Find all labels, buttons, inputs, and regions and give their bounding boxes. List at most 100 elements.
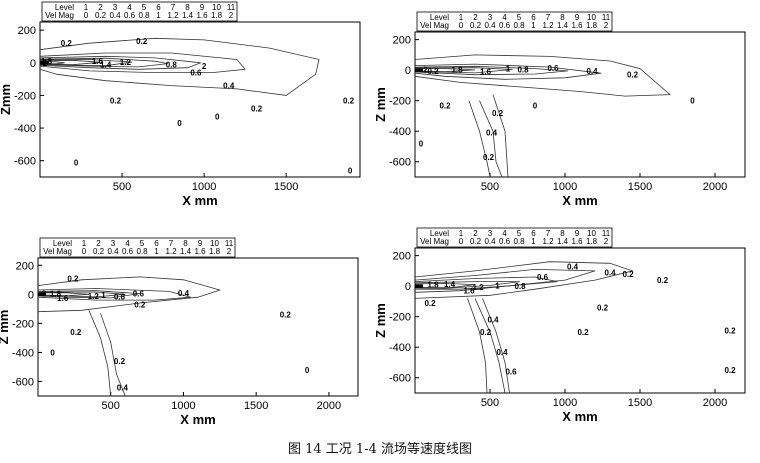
contour-label: 1	[506, 65, 511, 74]
contour-label: 0.2	[251, 104, 263, 113]
contour-label: 0.2	[622, 270, 634, 279]
legend-level-value: 10	[587, 229, 596, 238]
contour-label: 0.2	[577, 328, 589, 337]
contour-label: 1.6	[57, 294, 69, 303]
legend-box	[416, 227, 613, 248]
y-tick-label: -400	[14, 123, 36, 135]
legend-level-value: 3	[488, 229, 493, 238]
contour-label: 1.2	[472, 283, 484, 292]
legend-level-value: 9	[575, 229, 580, 238]
legend-level-value: 6	[531, 229, 536, 238]
x-tick-label: 1500	[244, 400, 268, 412]
legend-box	[41, 1, 238, 22]
legend-level-value: 2	[473, 13, 478, 22]
contour-label: 0.2	[343, 96, 355, 105]
contour-line-0_6	[37, 290, 140, 299]
legend-vel-value: 1	[531, 237, 536, 246]
figure-caption: 图 14 工况 1-4 流场等速度线图	[287, 442, 472, 457]
x-tick-label: 2000	[703, 397, 727, 409]
contour-label: 0.2	[61, 39, 73, 48]
contour-line-0_4	[414, 63, 602, 80]
legend-vel-value: 0.6	[122, 247, 134, 256]
x-tick-label: 2000	[317, 400, 341, 412]
contour-line-1_6	[414, 282, 476, 288]
contour-label: 0.4	[604, 268, 616, 277]
legend-level-value: 5	[142, 3, 147, 12]
contour-label: 0.6	[537, 273, 549, 282]
contour-label: 0	[215, 113, 220, 122]
contour-label: 0.4	[487, 316, 499, 325]
contour-label: 0	[690, 97, 695, 106]
legend-vel-value: 1.8	[209, 247, 221, 256]
contour-label: 0	[305, 366, 310, 375]
x-axis-label: X mm	[182, 193, 217, 208]
legend-level-value: 2	[96, 239, 101, 248]
y-tick-label: -600	[389, 157, 411, 169]
contour-line-0_2	[467, 298, 488, 394]
y-tick-label: -400	[389, 342, 411, 354]
legend-level-value: 1	[459, 13, 464, 22]
x-axis-label: X mm	[180, 412, 215, 427]
legend-level-value: 4	[125, 239, 130, 248]
contour-label: 0.4	[223, 82, 235, 91]
legend-level-value: 10	[210, 239, 219, 248]
contour-label: 0	[50, 348, 55, 357]
legend-vel-value: 1.4	[557, 237, 569, 246]
y-tick-label: -600	[14, 156, 36, 168]
y-tick-label: -200	[12, 318, 34, 330]
legend-vel-value: 1.8	[211, 11, 223, 20]
legend-level-value: 1	[459, 229, 464, 238]
legend-vel-value: 1.6	[571, 21, 583, 30]
legend-level-value: 9	[198, 239, 203, 248]
legend-vel-value: 1.2	[167, 11, 179, 20]
legend-vel-label: Vel Mag	[45, 11, 74, 20]
y-tick-label: -400	[389, 126, 411, 138]
contour-label: 0	[177, 119, 182, 128]
contour-label: 0.8	[517, 65, 529, 74]
legend-level-value: 5	[517, 13, 522, 22]
contour-label: 1.8	[50, 290, 62, 299]
x-axis-label: X mm	[562, 409, 597, 424]
contour-label: 0.2	[70, 328, 82, 337]
legend-box	[39, 237, 236, 258]
legend-vel-value: 1	[156, 11, 161, 20]
legend-vel-value: 1.6	[194, 247, 206, 256]
legend-vel-value: 1.4	[182, 11, 194, 20]
contour-label: 2	[43, 59, 48, 68]
legend-vel-value: 1.8	[586, 237, 598, 246]
contour-label: 0.4	[567, 262, 579, 271]
y-tick-label: -200	[389, 96, 411, 108]
contour-line-0_8	[39, 57, 169, 68]
contour-line-1_6	[37, 292, 89, 297]
x-axis-label: X mm	[562, 193, 597, 208]
legend-level-value: 10	[212, 3, 221, 12]
contour-label: 0	[533, 101, 538, 110]
x-tick-label: 500	[481, 181, 499, 193]
contour-label: 0.2	[724, 326, 736, 335]
legend-level-value: 4	[502, 13, 507, 22]
contour-label: 1.4	[444, 280, 456, 289]
legend-vel-value: 1.6	[196, 11, 208, 20]
y-tick-label: 200	[16, 260, 34, 272]
legend-level-value: 8	[560, 229, 565, 238]
y-axis-label: Z mm	[0, 310, 11, 345]
legend-level-value: 6	[154, 239, 159, 248]
contour-label: 0.2	[480, 328, 492, 337]
nozzle-marker	[415, 68, 423, 72]
contour-line-0_6	[414, 276, 558, 290]
contour-label: 0.4	[586, 67, 598, 76]
plot-frame	[39, 21, 361, 178]
contour-label: 1.8	[427, 281, 439, 290]
y-tick-label: 200	[393, 35, 411, 47]
plot-frame	[414, 247, 746, 394]
legend-vel-value: 0.8	[136, 247, 148, 256]
contour-label: 0.2	[657, 276, 669, 285]
contour-line-0_6	[482, 298, 510, 394]
contour-line-1_6	[39, 59, 101, 66]
legend-level-value: 11	[227, 3, 236, 12]
legend-vel-label: Vel Mag	[420, 237, 449, 246]
legend-vel-value: 1.2	[542, 21, 554, 30]
legend-level-value: 1	[82, 239, 87, 248]
contour-label: 1	[495, 281, 500, 290]
